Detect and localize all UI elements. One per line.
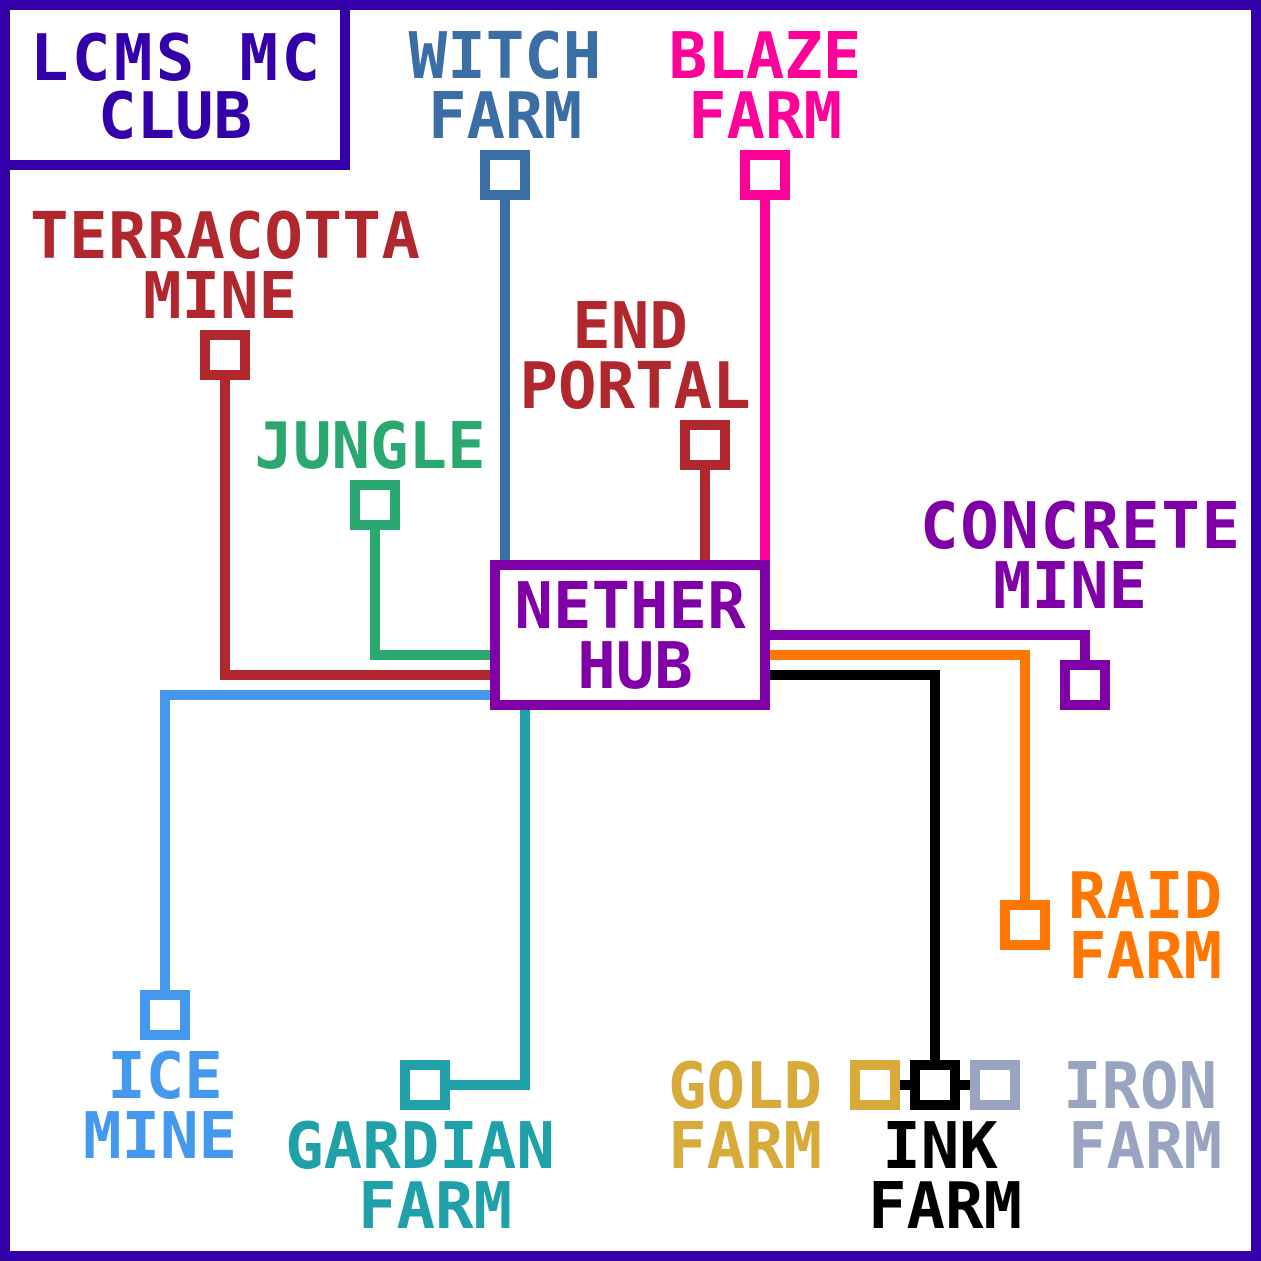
jungle-station-icon[interactable] [350, 480, 400, 530]
title-line2: CLUB [98, 80, 252, 154]
end-label-line2: PORTAL [519, 350, 750, 424]
witch-label-line1: WITCH [409, 20, 602, 94]
concrete-label-line1: CONCRETE [920, 490, 1240, 564]
ice-station-icon[interactable] [140, 990, 190, 1040]
hub-line1: NETHER [514, 570, 746, 644]
terracotta-label-line2: MINE [143, 260, 297, 334]
gold-station-icon[interactable] [850, 1060, 900, 1110]
end-station-icon[interactable] [680, 420, 730, 470]
hub-line2: HUB [577, 630, 693, 704]
jungle-label-line1: JUNGLE [254, 410, 485, 484]
ice-label-line1: ICE [107, 1040, 223, 1114]
witch-label-line2: FARM [428, 80, 582, 154]
concrete-label: CONCRETE MINE [920, 490, 1240, 624]
ink-label-line2: FARM [868, 1170, 1022, 1244]
blaze-station-icon[interactable] [740, 150, 790, 200]
terracotta-line [220, 375, 500, 680]
ice-label: ICE MINE [83, 1040, 237, 1174]
iron-label: IRON FARM [1063, 1050, 1222, 1184]
raid-line [760, 650, 1030, 910]
concrete-station-icon[interactable] [1060, 660, 1110, 710]
jungle-line [370, 525, 500, 660]
iron-label-line2: FARM [1068, 1110, 1222, 1184]
raid-label: RAID FARM [1068, 860, 1222, 994]
blaze-label-line2: FARM [688, 80, 842, 154]
concrete-line [760, 630, 1090, 670]
gold-label-line1: GOLD [668, 1050, 822, 1124]
gold-label: GOLD FARM [668, 1050, 822, 1184]
end-label: END PORTAL [519, 290, 750, 424]
ink-station-icon[interactable] [910, 1060, 960, 1110]
concrete-label-line2: MINE [993, 550, 1147, 624]
end-label-line1: END [572, 290, 688, 364]
terracotta-station-icon[interactable] [200, 330, 250, 380]
nether-hub[interactable]: NETHER HUB [490, 560, 770, 710]
blaze-label-line1: BLAZE [669, 20, 862, 94]
terracotta-label: TERRACOTTA MINE [30, 200, 420, 334]
gardian-label-line1: GARDIAN [285, 1110, 555, 1184]
ink-label-line1: INK [882, 1110, 998, 1184]
raid-station-icon[interactable] [1000, 900, 1050, 950]
ice-label-line2: MINE [83, 1100, 237, 1174]
ink-label: INK FARM [868, 1110, 1022, 1244]
witch-label: WITCH FARM [409, 20, 602, 154]
blaze-label: BLAZE FARM [669, 20, 862, 154]
iron-station-icon[interactable] [970, 1060, 1020, 1110]
iron-label-line1: IRON [1063, 1050, 1217, 1124]
witch-station-icon[interactable] [480, 150, 530, 200]
raid-label-line2: FARM [1068, 920, 1222, 994]
ice-line [160, 690, 500, 1000]
title-line1: LCMS MC [30, 22, 320, 96]
gardian-label-line2: FARM [358, 1170, 512, 1244]
jungle-label: JUNGLE [254, 410, 485, 484]
ink-line [760, 670, 940, 1070]
gold-label-line2: FARM [668, 1110, 822, 1184]
gardian-label: GARDIAN FARM [285, 1110, 555, 1244]
terracotta-label-line1: TERRACOTTA [30, 200, 420, 274]
title-box: LCMS MC CLUB [0, 0, 350, 170]
raid-label-line1: RAID [1068, 860, 1222, 934]
gardian-station-icon[interactable] [400, 1060, 450, 1110]
gardian-line [440, 700, 530, 1090]
